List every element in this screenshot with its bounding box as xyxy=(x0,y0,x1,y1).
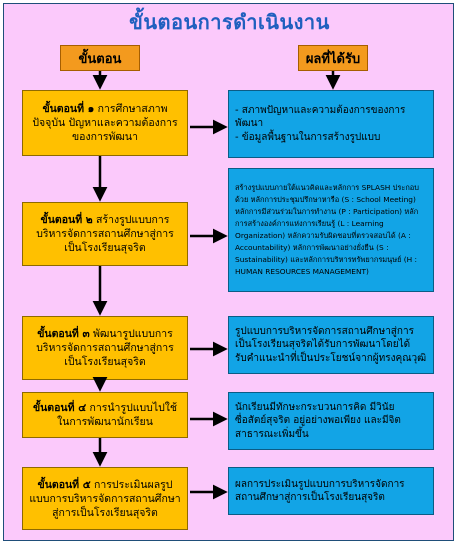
header-results: ผลที่ได้รับ xyxy=(298,45,368,71)
result-1-box: - สภาพปัญหาและความต้องการของการพัฒนา - ข… xyxy=(228,90,434,158)
step-2-label: ขั้นตอนที่ ๒ xyxy=(40,214,93,226)
diagram-title: ขั้นตอนการดำเนินงาน xyxy=(129,10,330,34)
result-2-text: สร้างรูปแบบภายใต้แนวคิดและหลักการ SPLASH… xyxy=(235,183,419,276)
step-1-box: ขั้นตอนที่ ๑ การศึกษาสภาพปัจจุบัน ปัญหาแ… xyxy=(22,90,188,156)
result-1-line-1: - สภาพปัญหาและความต้องการของการพัฒนา xyxy=(235,104,406,130)
result-5-text: ผลการประเมินรูปแบบการบริหารจัดการสถานศึก… xyxy=(235,478,405,504)
result-5-box: ผลการประเมินรูปแบบการบริหารจัดการสถานศึก… xyxy=(228,467,434,515)
step-3-text: พัฒนารูปแบบการบริหารจัดการสถานศึกษาสู่กา… xyxy=(36,328,174,368)
result-2-box: สร้างรูปแบบภายใต้แนวคิดและหลักการ SPLASH… xyxy=(228,168,434,292)
result-3-text: รูปแบบการบริหารจัดการสถานศึกษาสู่การเป็น… xyxy=(235,325,427,364)
step-5-text: การประเมินผลรูปแบบการบริหารจัดการสถานศึก… xyxy=(29,478,181,519)
step-1-label: ขั้นตอนที่ ๑ xyxy=(42,103,95,115)
step-4-label: ขั้นตอนที่ ๔ xyxy=(32,402,87,414)
step-5-box: ขั้นตอนที่ ๕ การประเมินผลรูปแบบการบริหาร… xyxy=(22,467,188,530)
step-3-box: ขั้นตอนที่ ๓ พัฒนารูปแบบการบริหารจัดการส… xyxy=(22,316,188,380)
result-4-box: นักเรียนมีทักษะกระบวนการคิด มีวินัย ซื่อ… xyxy=(228,392,434,450)
step-5-label: ขั้นตอนที่ ๕ xyxy=(37,478,91,491)
step-2-text: สร้างรูปแบบการบริหารจัดการสถานศึกษาสู่กา… xyxy=(36,214,174,254)
header-steps: ขั้นตอน xyxy=(60,45,140,71)
step-3-label: ขั้นตอนที่ ๓ xyxy=(37,328,90,340)
result-1-line-2: - ข้อมูลพื้นฐานในการสร้างรูปแบบ xyxy=(235,131,381,143)
result-4-text: นักเรียนมีทักษะกระบวนการคิด มีวินัย ซื่อ… xyxy=(235,401,401,440)
step-1-text: การศึกษาสภาพปัจจุบัน ปัญหาและความต้องการ… xyxy=(32,103,178,143)
step-4-box: ขั้นตอนที่ ๔ การนำรูปแบบไปใช้ในการพัฒนาน… xyxy=(22,392,188,438)
step-2-box: ขั้นตอนที่ ๒ สร้างรูปแบบการบริหารจัดการส… xyxy=(22,202,188,266)
result-3-box: รูปแบบการบริหารจัดการสถานศึกษาสู่การเป็น… xyxy=(228,316,434,374)
step-4-text: การนำรูปแบบไปใช้ในการพัฒนานักเรียน xyxy=(57,402,178,428)
